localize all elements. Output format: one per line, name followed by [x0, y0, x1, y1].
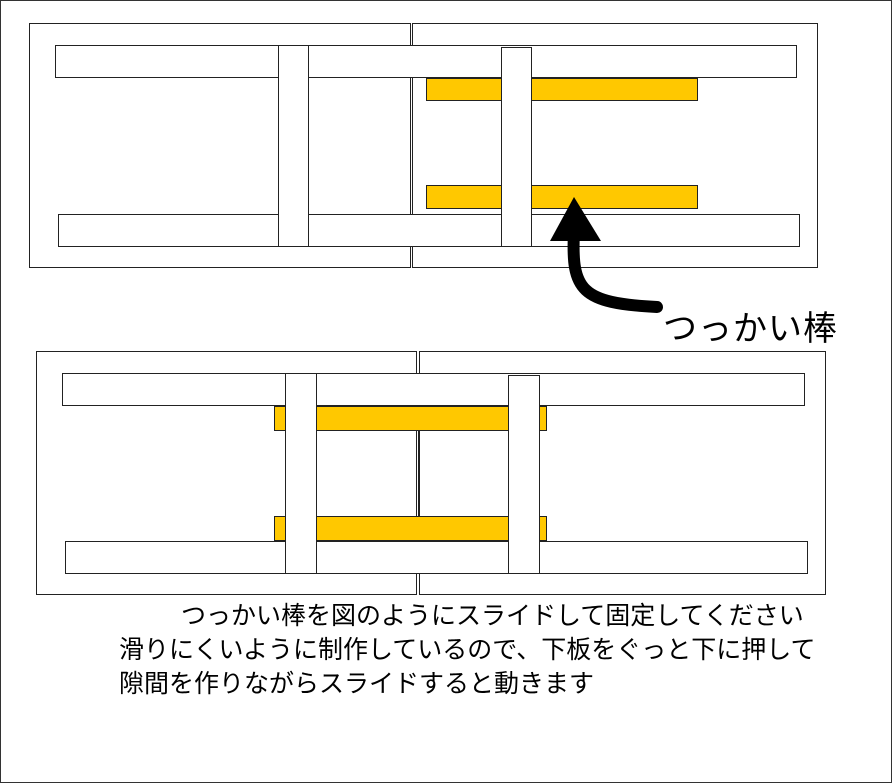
caption-line-2: 滑りにくいように制作しているので、下板をぐっと下に押して	[119, 635, 816, 664]
bottom-upper-slat	[62, 373, 805, 406]
caption-line-1: つっかい棒を図のようにスライドして固定してください	[181, 601, 804, 630]
bottom-upper-stick	[274, 406, 547, 431]
top-lower-stick	[426, 185, 698, 209]
bottom-lower-slat	[65, 541, 808, 574]
instruction-caption: つっかい棒を図のようにスライドして固定してください 滑りにくいように制作している…	[119, 599, 839, 701]
caption-line-3: 隙間を作りながらスライドすると動きます	[119, 669, 595, 698]
bottom-left-crossbar	[285, 373, 317, 574]
bottom-panel-seam	[418, 431, 419, 516]
bottom-right-crossbar	[508, 375, 540, 574]
top-left-crossbar	[278, 45, 309, 247]
bottom-lower-stick	[274, 516, 547, 541]
top-upper-slat	[55, 45, 797, 78]
top-right-crossbar	[501, 47, 532, 247]
arrow-up-curved-icon	[550, 197, 663, 313]
top-upper-stick	[426, 78, 698, 101]
stick-label: つっかい棒	[663, 309, 838, 349]
top-lower-slat	[58, 214, 800, 247]
